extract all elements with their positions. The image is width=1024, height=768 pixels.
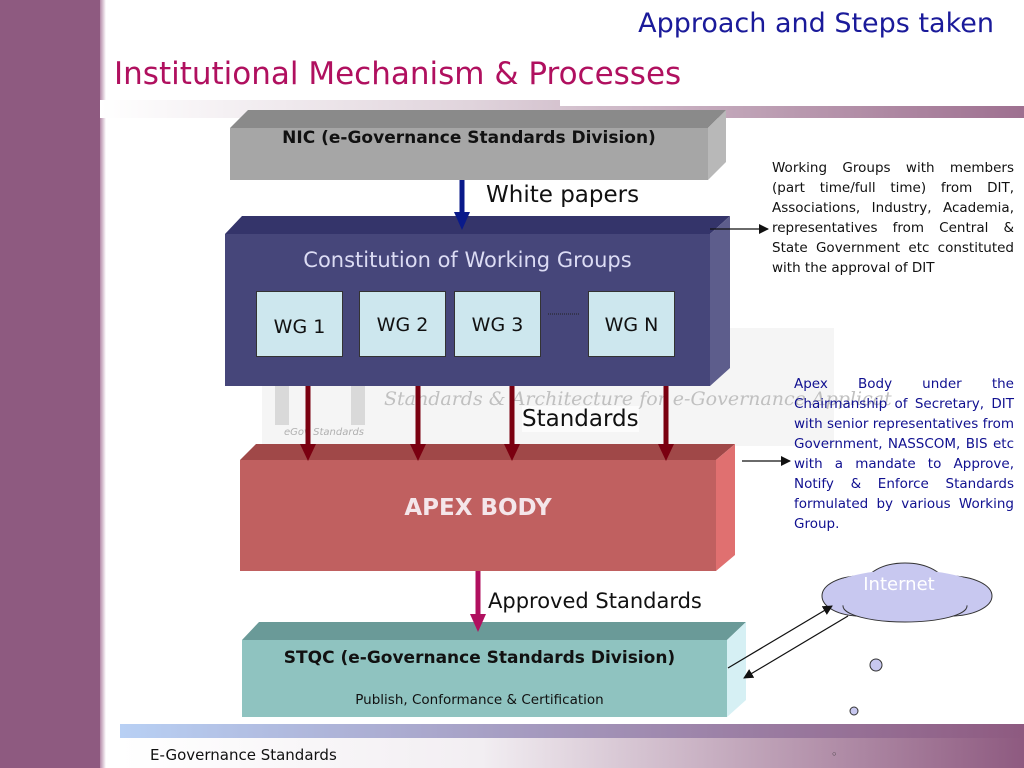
- wg-box-label: WG N: [604, 314, 659, 336]
- stqc-box-sublabel: Publish, Conformance & Certification: [355, 692, 604, 708]
- internet-cloud: [821, 562, 993, 716]
- apex-body-label: APEX BODY: [404, 495, 552, 521]
- wg-box-n: WG N: [588, 291, 675, 357]
- wg-box-label: WG 3: [471, 314, 524, 336]
- left-edge-gradient: [100, 0, 106, 768]
- working-groups-title: Constitution of Working Groups: [303, 248, 632, 272]
- working-groups-note: Working Groups with members (part time/f…: [772, 160, 1014, 276]
- white-papers-label: White papers: [486, 182, 640, 208]
- slide-title: Institutional Mechanism & Processes: [114, 56, 682, 92]
- stqc-box: [242, 622, 746, 717]
- watermark-logo-caption: eGov Standards: [284, 427, 364, 438]
- internet-to-stqc-arrow: [743, 615, 849, 679]
- wg-box-label: WG 2: [376, 314, 429, 336]
- footer-bullet-icon: ◦: [831, 748, 838, 761]
- title-underline-notch: [560, 100, 1024, 106]
- stqc-box-label: STQC (e-Governance Standards Division): [283, 648, 676, 668]
- stqc-to-internet-arrow: [727, 605, 833, 669]
- standards-arrows: [300, 386, 674, 461]
- nic-box: [230, 110, 726, 180]
- slide-subtitle: Approach and Steps taken: [638, 8, 994, 39]
- white-papers-arrow: [454, 180, 470, 230]
- internet-label: Internet: [863, 574, 935, 595]
- footer-band: [120, 724, 1024, 738]
- wg-box-1: WG 1: [256, 291, 343, 357]
- wg-box-3: WG 3: [454, 291, 541, 357]
- wg-box-label: WG 1: [273, 316, 326, 338]
- wg-box-2: WG 2: [359, 291, 446, 357]
- apex-body-box: [240, 444, 735, 571]
- approved-standards-label: Approved Standards: [488, 589, 702, 613]
- left-decoration-bar: [0, 0, 100, 768]
- nic-box-label: NIC (e-Governance Standards Division): [282, 128, 656, 148]
- footer-text: E-Governance Standards: [150, 746, 337, 764]
- footer-bar: [120, 738, 1024, 768]
- approved-standards-arrow: [470, 571, 486, 632]
- standards-label: Standards: [522, 406, 639, 432]
- apex-body-note: Apex Body under the Chairmanship of Secr…: [794, 376, 1014, 532]
